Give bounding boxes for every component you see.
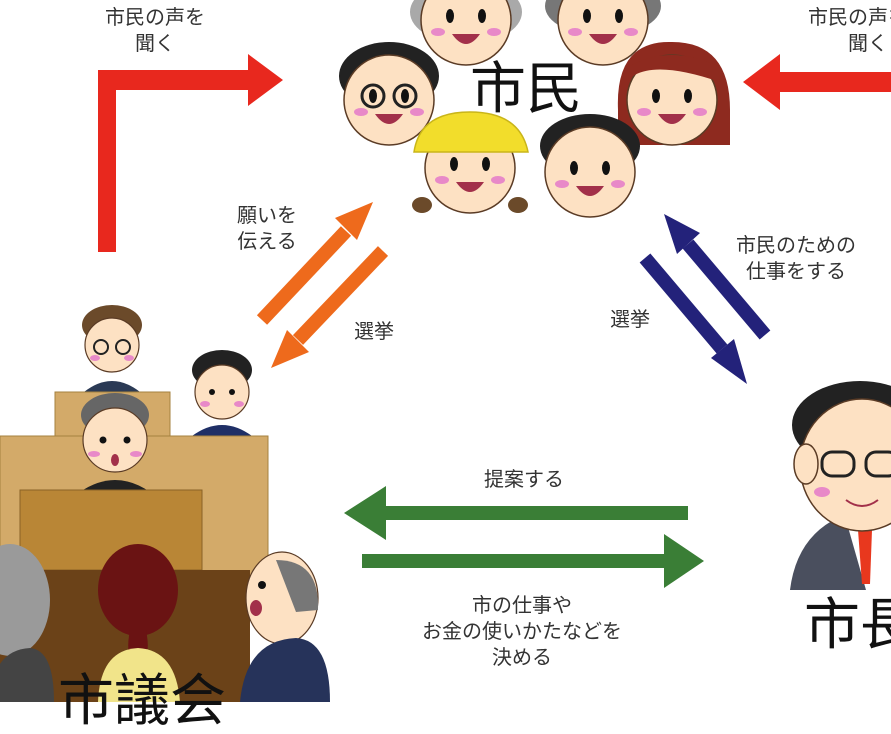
election-label-left: 選挙	[354, 319, 394, 343]
decide-label: 市の仕事や お金の使いかたなどを 決める	[392, 592, 652, 670]
child-yellow-hat-figure	[412, 111, 529, 214]
audience-woman-figure	[98, 544, 180, 702]
election-arrow-down-right	[639, 253, 747, 384]
work-label-line1: 市民のための	[736, 233, 856, 257]
listen-label-left-line1: 市民の声を	[105, 5, 205, 29]
listen-label-right-line1: 市民の声を	[808, 5, 891, 29]
listen-label-right: 市民の声を 聞く	[808, 4, 891, 56]
citizens-title: 市民	[470, 57, 582, 122]
diagram-canvas	[0, 0, 891, 702]
propose-label: 提案する	[484, 467, 564, 491]
decide-label-line2: お金の使いかたなどを	[422, 619, 622, 643]
wish-label-line2: 伝える	[237, 229, 297, 253]
boy-figure	[540, 114, 640, 218]
audience-man-figure	[240, 551, 330, 702]
listen-label-left-line2: 聞く	[135, 31, 175, 55]
wish-label: 願いを 伝える	[222, 202, 312, 254]
man-with-glasses-figure	[339, 42, 439, 146]
official-with-glasses-figure	[82, 305, 142, 392]
decide-arrow-right	[362, 534, 704, 588]
election-label-right: 選挙	[610, 307, 650, 331]
official-figure	[192, 350, 252, 436]
audience-elder-figure	[0, 544, 54, 702]
woman-figure	[617, 41, 730, 146]
council-title: 市議会	[58, 669, 226, 734]
work-label-line2: 仕事をする	[746, 259, 846, 283]
wish-label-line1: 願いを	[237, 203, 297, 227]
listen-label-right-line2: 聞く	[848, 31, 888, 55]
listen-label-left: 市民の声を 聞く	[80, 4, 230, 56]
chairperson-figure	[80, 393, 150, 492]
mayor-illustration	[790, 381, 891, 590]
work-arrow-up	[664, 214, 771, 340]
listen-arrow-left	[98, 54, 283, 252]
council-illustration	[0, 305, 330, 702]
propose-arrow-left	[344, 486, 688, 540]
mayor-title: 市長	[804, 593, 891, 658]
wish-arrow-up	[256, 202, 373, 325]
work-for-citizens-label: 市民のための 仕事をする	[716, 232, 876, 284]
election-arrow-down	[271, 246, 389, 368]
elderly-woman-figure	[410, 0, 522, 66]
listen-arrow-right	[743, 54, 891, 110]
elderly-man-figure	[545, 0, 661, 66]
decide-label-line1: 市の仕事や	[472, 593, 572, 617]
decide-label-line3: 決める	[492, 645, 552, 669]
citizens-illustration	[339, 0, 730, 218]
